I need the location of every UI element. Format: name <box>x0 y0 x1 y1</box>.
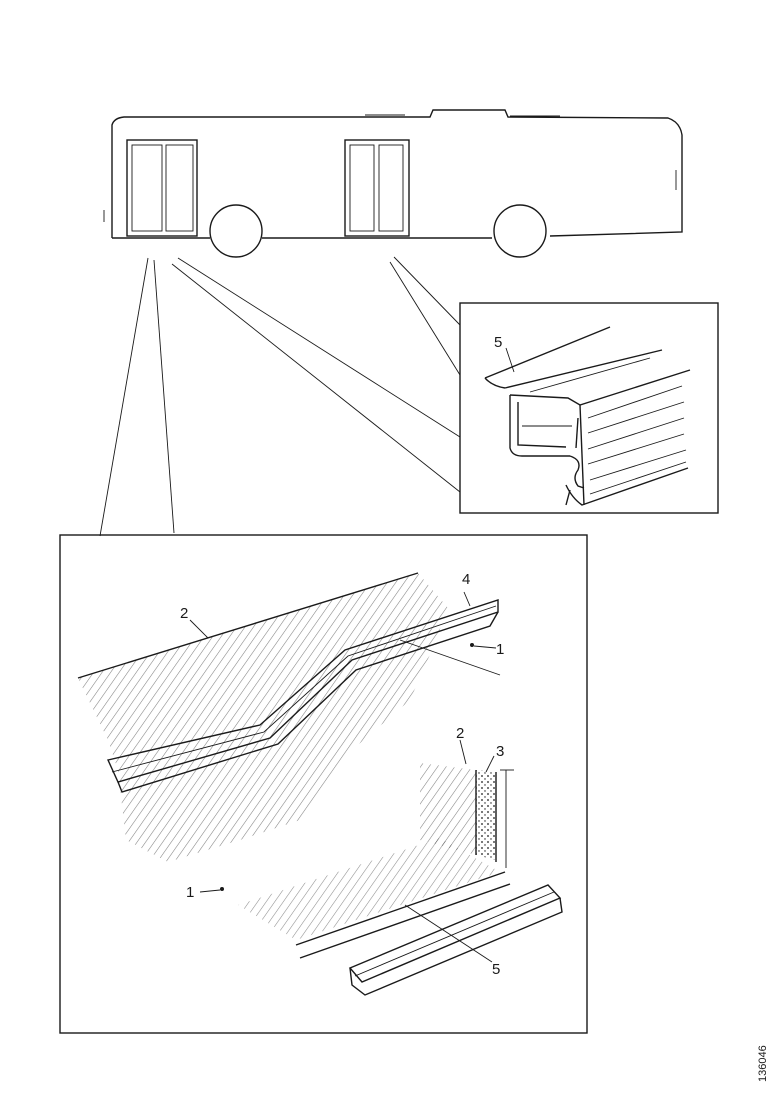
upper-rail <box>107 599 501 793</box>
callout-bottom-1-left: 1 <box>186 884 194 901</box>
lower-rail <box>348 884 563 996</box>
lower-floor-panel <box>238 838 511 959</box>
front-door <box>126 139 198 237</box>
callout-bottom-1-right: 1 <box>496 641 504 658</box>
rear-wheel <box>493 204 547 258</box>
front-wheel <box>209 204 263 258</box>
rail-detail-box: 5 <box>459 302 719 514</box>
wall-detail-box: 2 4 1 2 3 1 5 <box>59 534 588 1034</box>
leader-lines <box>99 256 461 537</box>
callout-bottom-2-top: 2 <box>180 605 188 622</box>
side-wall-section <box>420 763 514 868</box>
callout-top-5: 5 <box>494 334 502 351</box>
middle-door <box>344 139 410 237</box>
figure-id: 136046 <box>757 1045 769 1082</box>
callout-bottom-3: 3 <box>496 743 504 760</box>
upper-wall-panel <box>77 572 448 862</box>
callout-bottom-4: 4 <box>462 571 470 588</box>
rail-profile-drawing <box>484 326 691 506</box>
bus-outline <box>103 109 683 258</box>
callout-bottom-5: 5 <box>492 961 500 978</box>
callout-bottom-2-side: 2 <box>456 725 464 742</box>
